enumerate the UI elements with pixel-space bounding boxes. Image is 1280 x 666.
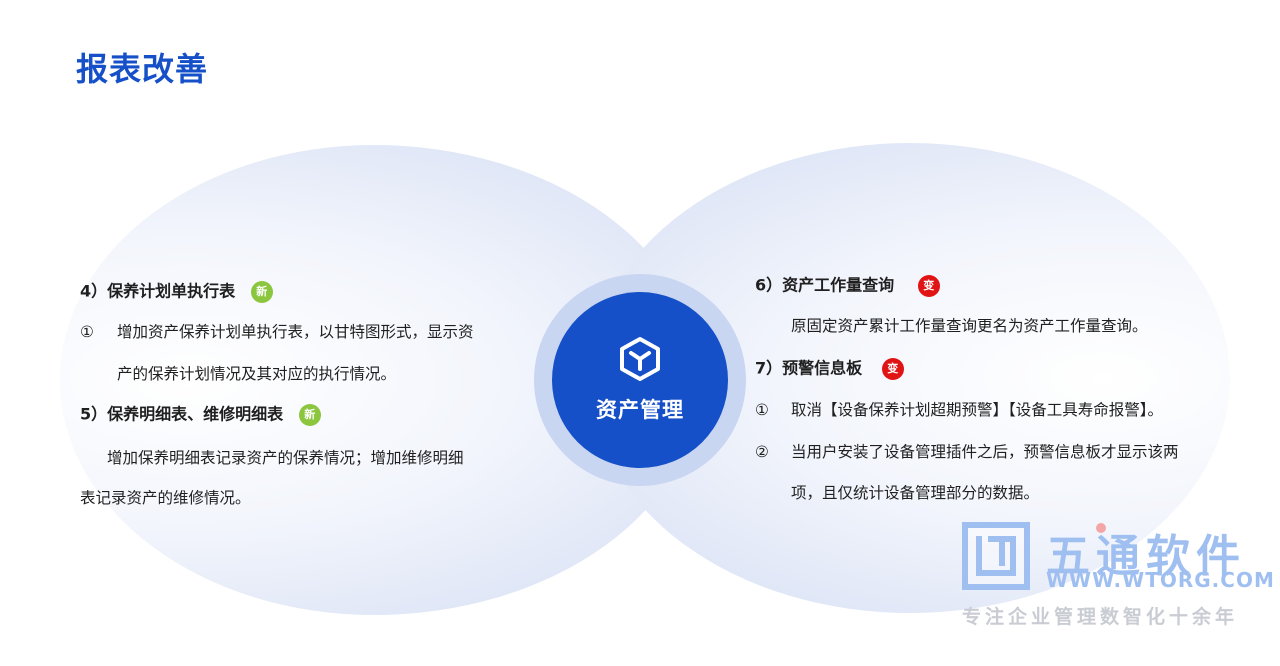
item4-heading-row: 4）保养计划单执行表 新 <box>80 281 273 303</box>
item4-line1: 增加资产保养计划单执行表，以甘特图形式，显示资 <box>117 323 474 341</box>
item7-line3: 项，且仅统计设备管理部分的数据。 <box>791 484 1040 502</box>
item6-heading: 6）资产工作量查询 <box>755 275 895 295</box>
item5-line2: 表记录资产的维修情况。 <box>80 489 251 507</box>
item7-mark1: ① <box>755 401 769 419</box>
hub-circle: 资产管理 <box>552 292 728 468</box>
watermark-url: WWW.WTORG.COM <box>1046 568 1275 592</box>
item4-heading: 4）保养计划单执行表 <box>80 281 236 301</box>
watermark-slogan: 专注企业管理数智化十余年 <box>962 606 1239 628</box>
item6-heading-row: 6）资产工作量查询 变 <box>755 275 940 297</box>
item5-line1: 增加保养明细表记录资产的保养情况；增加维修明细 <box>107 449 464 467</box>
new-badge: 新 <box>298 404 321 426</box>
item7-line2: 当用户安装了设备管理插件之后，预警信息板才显示该两 <box>791 443 1179 461</box>
item4-mark: ① <box>80 323 94 341</box>
item7-mark2: ② <box>755 443 769 461</box>
watermark-logo-icon <box>962 522 1030 590</box>
item7-heading: 7）预警信息板 <box>755 358 863 378</box>
item7-line1: 取消【设备保养计划超期预警】【设备工具寿命报警】。 <box>791 401 1164 419</box>
change-badge: 变 <box>881 358 904 380</box>
item5-heading-row: 5）保养明细表、维修明细表 新 <box>80 404 321 426</box>
new-badge: 新 <box>250 281 273 303</box>
page-title: 报表改善 <box>76 50 209 88</box>
change-badge: 变 <box>917 275 940 297</box>
watermark-name: 五通软件 <box>1046 531 1246 582</box>
item4-line2: 产的保养计划情况及其对应的执行情况。 <box>117 365 397 383</box>
watermark-dot <box>1096 523 1106 533</box>
hub-label: 资产管理 <box>596 398 684 422</box>
cube-icon <box>620 337 660 381</box>
item6-line1: 原固定资产累计工作量查询更名为资产工作量查询。 <box>791 317 1148 335</box>
item5-heading: 5）保养明细表、维修明细表 <box>80 404 284 424</box>
item7-heading-row: 7）预警信息板 变 <box>755 358 904 380</box>
